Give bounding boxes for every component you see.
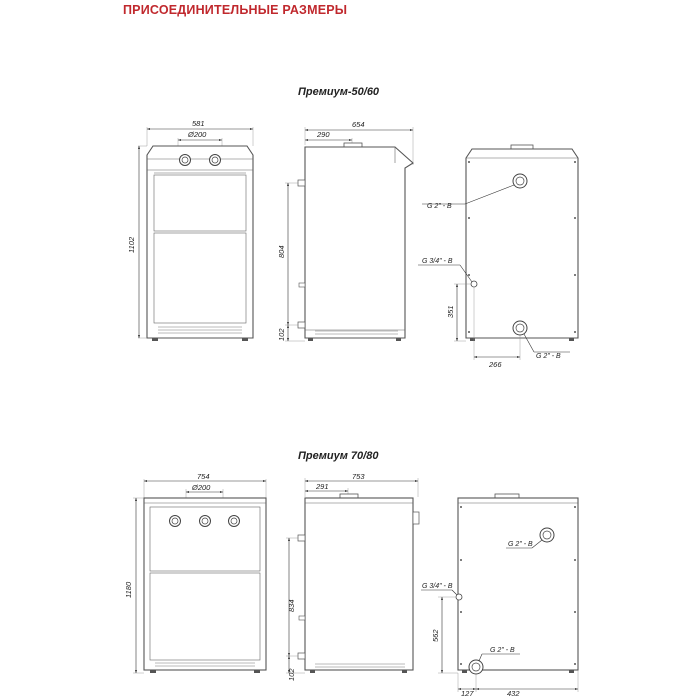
side-2-depth-label: 753 <box>352 472 365 481</box>
front-2-width-label: 754 <box>197 472 210 481</box>
front-1-height-label: 1102 <box>127 236 136 253</box>
back-1-drain-label: G 3/4" - B <box>422 258 453 265</box>
model-2-front-view: 754 Ø200 1180 <box>124 472 267 674</box>
back-1-outlet-label: G 2" - B <box>427 203 452 210</box>
model-2-title: Премиум 70/80 <box>298 450 379 462</box>
front-1-width-label: 581 <box>192 119 205 128</box>
back-2-inlet-offset-right-label: 432 <box>507 689 520 698</box>
model-2-back-view: G 2" - B G 3/4" - B G 2" - B 562 127 432 <box>421 493 579 698</box>
model-1-side-view: 654 290 804 102 <box>277 120 414 342</box>
front-2-flue-label: Ø200 <box>191 483 211 492</box>
back-2-drain-label: G 3/4" - B <box>422 583 453 590</box>
side-1-height-upper-label: 804 <box>277 245 286 258</box>
model-1-title: Премиум-50/60 <box>298 86 380 98</box>
back-2-inlet-label: G 2" - B <box>490 647 515 654</box>
back-2-inlet-offset-left-label: 127 <box>461 689 474 698</box>
front-2-height-label: 1180 <box>124 581 133 598</box>
side-2-height-lower-label: 102 <box>287 668 296 681</box>
front-1-flue-label: Ø200 <box>187 130 207 139</box>
model-1-back-view: G 2" - B G 3/4" - B G 2" - B 351 266 <box>418 144 579 369</box>
back-2-inlet-height-label: 562 <box>431 629 440 642</box>
back-1-inlet-height-label: 351 <box>446 305 455 318</box>
model-1-front-view: 581 Ø200 1102 <box>127 119 254 341</box>
side-2-flue-offset-label: 291 <box>315 482 329 491</box>
side-2-height-upper-label: 834 <box>287 599 296 612</box>
model-2-side-view: 753 291 834 102 <box>286 472 420 681</box>
side-1-height-lower-label: 102 <box>277 328 286 341</box>
back-1-inlet-offset-label: 266 <box>488 360 502 369</box>
page-heading: ПРИСОЕДИНИТЕЛЬНЫЕ РАЗМЕРЫ <box>123 3 348 17</box>
side-1-flue-offset-label: 290 <box>316 130 330 139</box>
back-2-outlet-label: G 2" - B <box>508 541 533 548</box>
back-1-inlet-label: G 2" - B <box>536 353 561 360</box>
side-1-depth-label: 654 <box>352 120 365 129</box>
